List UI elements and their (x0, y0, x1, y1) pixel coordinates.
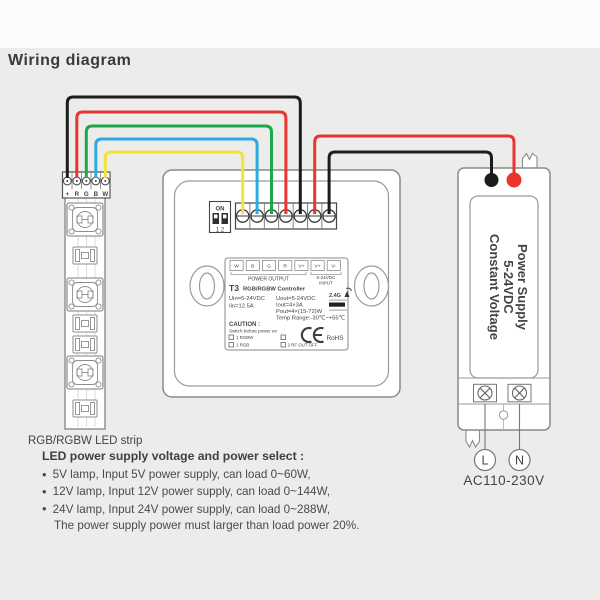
input-label-line2: INPUT (319, 280, 333, 285)
led-strip: + R G B W RGB/RGBW LED strip (28, 171, 142, 447)
power-supply: Power Supply 5-24VDC Constant Voltage L … (457, 152, 551, 488)
controller-label-plate: W B G R V+ V+ V- POWER OUTPUT 5-24VDC IN… (224, 257, 352, 351)
input-label-line1: 5-24VDC (317, 275, 337, 280)
controller: ON 1 2 (162, 169, 401, 398)
terminal-label-w: W (234, 263, 239, 269)
ce-mark-icon (300, 326, 324, 344)
spec-temp-range: Temp Range:-30℃~+55℃ (276, 315, 346, 322)
strip-screw-terminals (62, 176, 110, 186)
note-24v: 24V lamp, Input 24V power supply, can lo… (42, 501, 442, 518)
spec-iout: Iout=4×3A (276, 303, 303, 309)
psu-screw-l[interactable] (472, 383, 498, 403)
dip-switch-1[interactable] (212, 213, 220, 224)
page-title: Wiring diagram (8, 52, 132, 69)
power-output-bracket (230, 272, 307, 275)
caution-block: CAUTION : Switch before power on 1 RGBW … (228, 322, 318, 348)
psu-dc-plus-dot (506, 172, 522, 188)
wire-green (84, 124, 273, 214)
note-footnote: The power supply power must larger than … (54, 519, 360, 533)
neutral-terminal-circle (508, 448, 531, 472)
psu-label-line1: Power Supply (515, 244, 530, 331)
rf-channel-bar (329, 302, 345, 307)
psu-label-line2: 5-24VDC (501, 260, 516, 314)
rohs-label: RoHS (327, 335, 344, 342)
strip-pin-plus: + (65, 191, 69, 198)
mounting-hole-left (189, 265, 225, 307)
terminal-label-r: R (283, 263, 287, 269)
checkbox-rgbw (228, 334, 234, 340)
terminal-label-vminus: V- (331, 263, 336, 269)
notes-list: 5V lamp, Input 5V power supply, can load… (42, 466, 442, 518)
strip-pin-r: R (75, 191, 80, 198)
caution-line: Switch before power on (229, 329, 277, 334)
psu-label-line3: Constant Voltage (487, 234, 502, 340)
strip-pin-w: W (102, 191, 108, 198)
wire-blue (94, 137, 259, 214)
terminal-label-b: B (251, 263, 254, 269)
wire-yellow (103, 150, 245, 214)
terminal-label-vplus1: V+ (298, 263, 304, 269)
strip-pin-g: G (84, 191, 89, 198)
strip-pin-b: B (94, 191, 99, 198)
wire-psu-vplus-red (313, 134, 516, 214)
terminal-label-vplus2: V+ (315, 263, 321, 269)
terminal-label-row: W B G R V+ V+ V- (229, 260, 341, 271)
notes-heading: LED power supply voltage and power selec… (42, 449, 305, 463)
wire-red (75, 110, 288, 214)
power-output-label: POWER OUTPUT (248, 277, 289, 283)
dip-legend-rgbw: 1 RGBW (236, 335, 254, 340)
controller-specs: Uin=5-24VDC Iin=12.5A Uout=5-24VDC Iout=… (229, 296, 346, 322)
dip-legend-rf-out-off: 2 RF OUT OFF (288, 343, 318, 348)
rf-label: 2.4G (329, 293, 341, 299)
psu-ac-terminal-section (458, 377, 550, 450)
checkbox-rf-on (280, 334, 286, 340)
dip-numbers: 1 2 (216, 228, 225, 234)
rf-signal-icon (344, 291, 350, 297)
live-label: L (482, 454, 489, 468)
terminal-label-g: G (267, 263, 271, 269)
neutral-label: N (515, 454, 524, 468)
input-bracket (310, 272, 342, 275)
psu-mount-tab-bottom (465, 428, 481, 449)
model-name: T3 (229, 283, 239, 293)
wire-plus-black (65, 95, 302, 214)
wires (65, 95, 516, 214)
checkbox-rf-off (280, 342, 286, 348)
psu-label-text: Power Supply 5-24VDC Constant Voltage (487, 234, 530, 340)
spec-uout: Uout=5-24VDC (276, 296, 315, 302)
dip-switch[interactable]: ON 1 2 (208, 200, 232, 234)
wire-psu-vminus-black (327, 150, 493, 214)
caution-title: CAUTION : (229, 322, 260, 328)
spec-uin: Uin=5-24VDC (229, 296, 265, 302)
psu-mount-tab-top (521, 152, 538, 170)
ac-voltage-label: AC110-230V (463, 473, 544, 488)
psu-dc-minus-dot (484, 173, 499, 187)
strip-pin-labels: + R G B W (65, 191, 108, 198)
note-5v: 5V lamp, Input 5V power supply, can load… (42, 466, 442, 483)
led-strip-caption: RGB/RGBW LED strip (28, 435, 142, 447)
checkbox-rgb (228, 342, 234, 348)
psu-screw-n[interactable] (507, 383, 532, 403)
dip-on-label: ON (216, 207, 225, 213)
rf-block: 2.4G (329, 287, 352, 311)
spec-pout: Pout=4×(15-72)W (276, 309, 323, 315)
live-terminal-circle (473, 448, 497, 472)
dip-switch-2[interactable] (221, 213, 229, 224)
spec-iin: Iin=12.5A (229, 304, 254, 310)
dip-legend-rgb: 1 RGB (236, 343, 249, 348)
led-chips-and-resistors (66, 202, 104, 418)
notes-block: LED power supply voltage and power selec… (42, 449, 442, 535)
mounting-hole-right (353, 265, 390, 307)
note-12v: 12V lamp, Input 12V power supply, can lo… (42, 483, 442, 500)
model-suffix: RGB/RGBW Controller (243, 287, 306, 293)
